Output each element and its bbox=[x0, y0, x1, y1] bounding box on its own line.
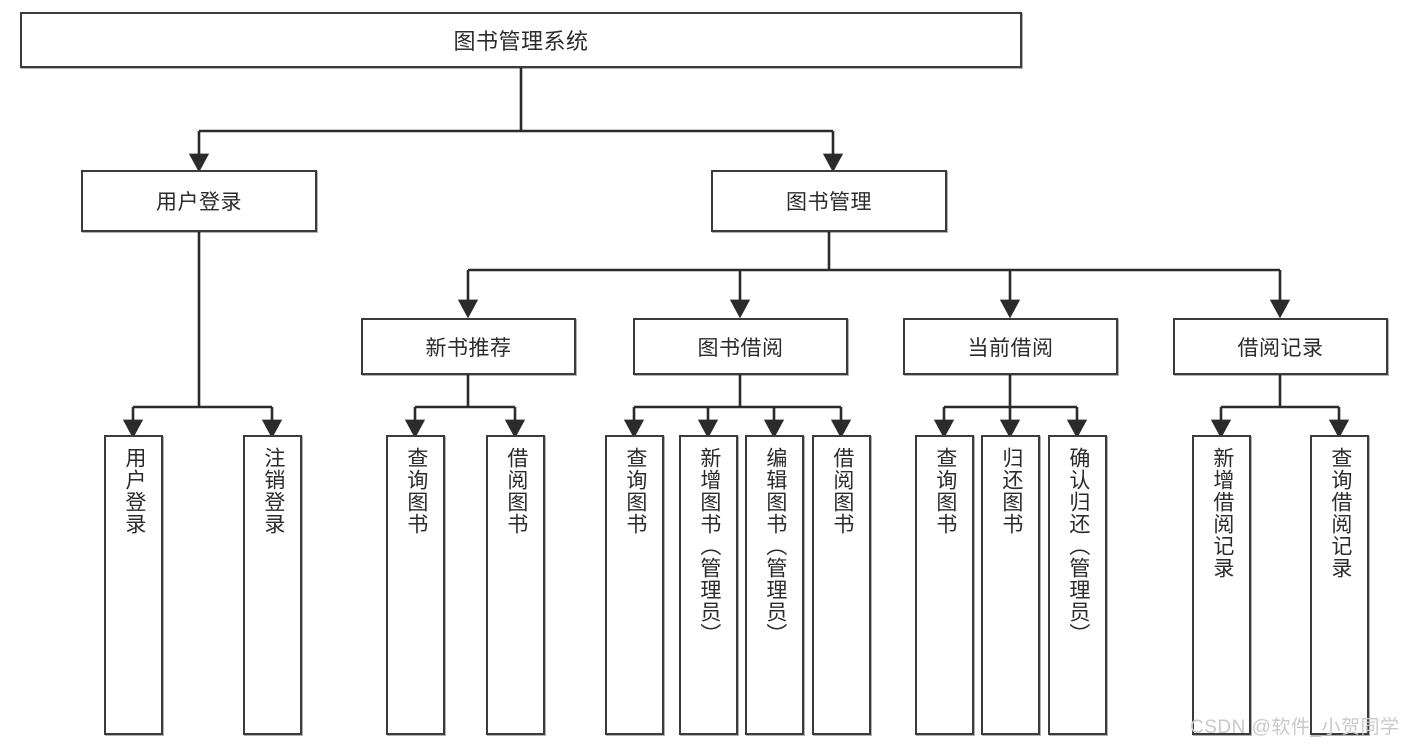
leaf-label: 归还图书 bbox=[999, 447, 1023, 535]
node-book-management[interactable]: 图书管理 bbox=[711, 170, 947, 232]
node-label: 图书管理系统 bbox=[453, 29, 589, 54]
leaf-label: 借阅图书 bbox=[830, 447, 854, 535]
leaf-label: 注销登录 bbox=[261, 447, 285, 535]
leaf-label: 查询图书 bbox=[404, 447, 428, 535]
leaf-current-borrow-query[interactable]: 查询图书 bbox=[915, 435, 974, 735]
leaf-label: 新增图书（管理员） bbox=[697, 447, 721, 645]
leaf-label: 查询图书 bbox=[933, 447, 957, 535]
leaf-current-borrow-confirm-return[interactable]: 确认归还（管理员） bbox=[1048, 435, 1107, 735]
node-borrow-record[interactable]: 借阅记录 bbox=[1173, 318, 1388, 375]
leaf-label: 编辑图书（管理员） bbox=[763, 447, 787, 645]
node-label: 图书借阅 bbox=[697, 336, 784, 360]
node-label: 借阅记录 bbox=[1237, 336, 1324, 360]
node-label: 图书管理 bbox=[786, 191, 872, 214]
node-label: 新书推荐 bbox=[425, 336, 512, 360]
leaf-label: 借阅图书 bbox=[504, 447, 528, 535]
csdn-watermark: CSDN @软件_小贺同学 bbox=[1190, 717, 1400, 738]
leaf-user-login-logout[interactable]: 注销登录 bbox=[243, 435, 302, 735]
node-current-borrow[interactable]: 当前借阅 bbox=[903, 318, 1118, 375]
leaf-label: 用户登录 bbox=[122, 447, 146, 535]
leaf-user-login-login[interactable]: 用户登录 bbox=[104, 435, 163, 735]
node-new-book-recommend[interactable]: 新书推荐 bbox=[361, 318, 576, 375]
leaf-book-borrow-edit[interactable]: 编辑图书（管理员） bbox=[745, 435, 804, 735]
leaf-label: 查询图书 bbox=[623, 447, 647, 535]
leaf-current-borrow-return[interactable]: 归还图书 bbox=[981, 435, 1040, 735]
node-label: 当前借阅 bbox=[967, 336, 1054, 360]
leaf-label: 新增借阅记录 bbox=[1210, 447, 1234, 579]
leaf-book-borrow-query[interactable]: 查询图书 bbox=[605, 435, 664, 735]
leaf-book-borrow-borrow[interactable]: 借阅图书 bbox=[812, 435, 871, 735]
node-book-borrow[interactable]: 图书借阅 bbox=[633, 318, 848, 375]
node-label: 用户登录 bbox=[156, 191, 242, 214]
node-user-login[interactable]: 用户登录 bbox=[81, 170, 317, 232]
leaf-label: 查询借阅记录 bbox=[1328, 447, 1352, 579]
leaf-new-book-borrow[interactable]: 借阅图书 bbox=[486, 435, 545, 735]
leaf-label: 确认归还（管理员） bbox=[1066, 447, 1090, 645]
node-root-system[interactable]: 图书管理系统 bbox=[20, 12, 1022, 68]
leaf-borrow-record-add[interactable]: 新增借阅记录 bbox=[1192, 435, 1251, 735]
leaf-book-borrow-add[interactable]: 新增图书（管理员） bbox=[679, 435, 738, 735]
leaf-borrow-record-query[interactable]: 查询借阅记录 bbox=[1310, 435, 1369, 735]
leaf-new-book-query[interactable]: 查询图书 bbox=[386, 435, 445, 735]
